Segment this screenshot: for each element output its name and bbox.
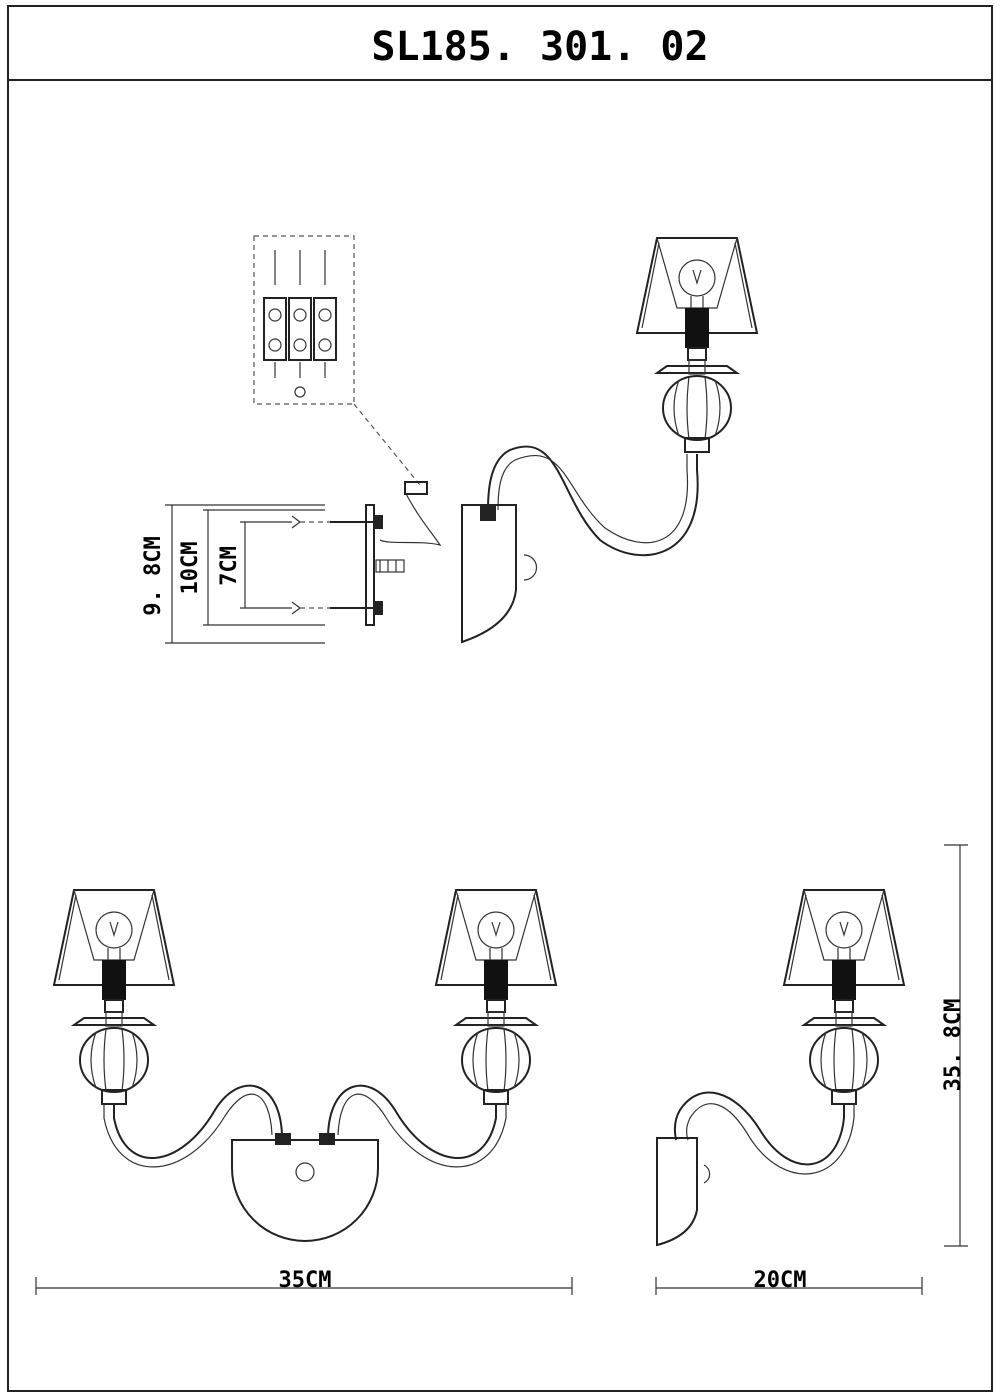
terminal-block-detail [253, 235, 421, 486]
front-view [53, 889, 557, 1242]
dim-label-20cm: 20CM [754, 1268, 807, 1293]
dim-label-35-8cm: 35. 8CM [941, 999, 966, 1092]
mounting-dimensions [165, 504, 325, 644]
sheet-border [7, 5, 993, 1392]
assembly-view [480, 237, 758, 557]
dim-label-9-8cm: 9. 8CM [141, 536, 166, 615]
wall-plate-side-view [461, 504, 538, 644]
dim-label-35cm: 35CM [279, 1268, 332, 1293]
mounting-bracket [262, 481, 442, 626]
dim-label-10cm: 10CM [178, 542, 203, 595]
side-view [656, 889, 905, 1247]
model-title: SL185. 301. 02 [371, 24, 708, 70]
dim-label-7cm: 7CM [217, 546, 242, 586]
overall-dimensions [35, 844, 968, 1295]
